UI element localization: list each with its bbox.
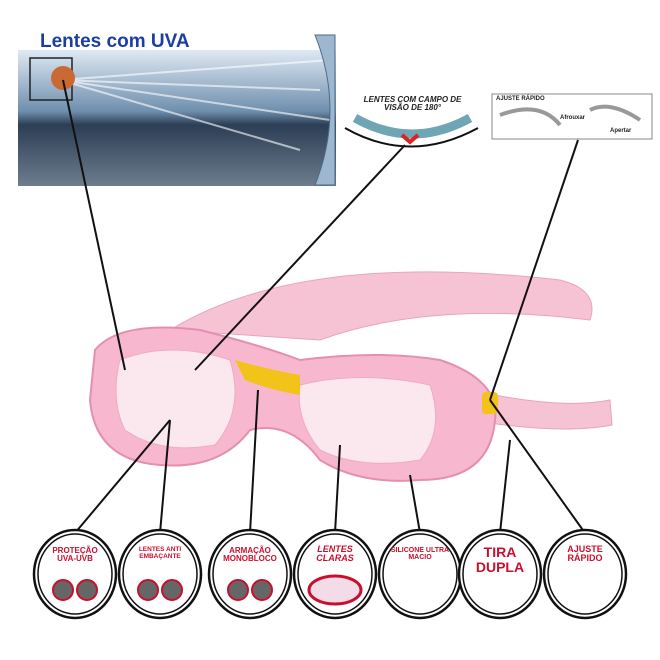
feature-label-silicone: SILICONE ULTRA MACIO (390, 547, 450, 562)
feature-label-clear-lenses: LENTES CLARAS (316, 544, 354, 564)
feature-circle (547, 533, 623, 615)
feature-label-uv: PROTEÇÃO UVA-UVB (52, 546, 98, 564)
quick-adjust-diagram (491, 93, 653, 140)
lens-icon (52, 579, 74, 601)
feature-label-quick-adjust: AJUSTE RÁPIDO (567, 544, 603, 564)
uva-title: Lentes com UVA (40, 31, 190, 52)
feature-circles (32, 528, 628, 620)
goggles (88, 271, 613, 482)
loosen-label: Afrouxar (560, 115, 586, 121)
feature-label-monobloc: ARMAÇÃO MONOBLOCO (223, 546, 277, 564)
quick-adjust-title: AJUSTE RÁPIDO (496, 96, 545, 102)
feature-circle (382, 533, 458, 615)
feature-circle (462, 533, 538, 615)
lens-icon (137, 579, 159, 601)
fov-label: LENTES COM CAMPO DE VISÃO DE 180° (363, 95, 462, 113)
lens-icon (251, 579, 273, 601)
feature-label-double-strap: TIRA DUPLA (475, 544, 525, 575)
uva-lens-photo (18, 34, 336, 186)
tighten-label: Apertar (610, 128, 632, 134)
lens-icon (161, 579, 183, 601)
clear-lens-icon (307, 574, 363, 606)
lens-icon (227, 579, 249, 601)
field-of-view-diagram (344, 114, 479, 148)
feature-label-antifog: LENTES ANTI EMBAÇANTE (138, 546, 182, 560)
leader-lines (62, 79, 586, 534)
lens-icon (76, 579, 98, 601)
